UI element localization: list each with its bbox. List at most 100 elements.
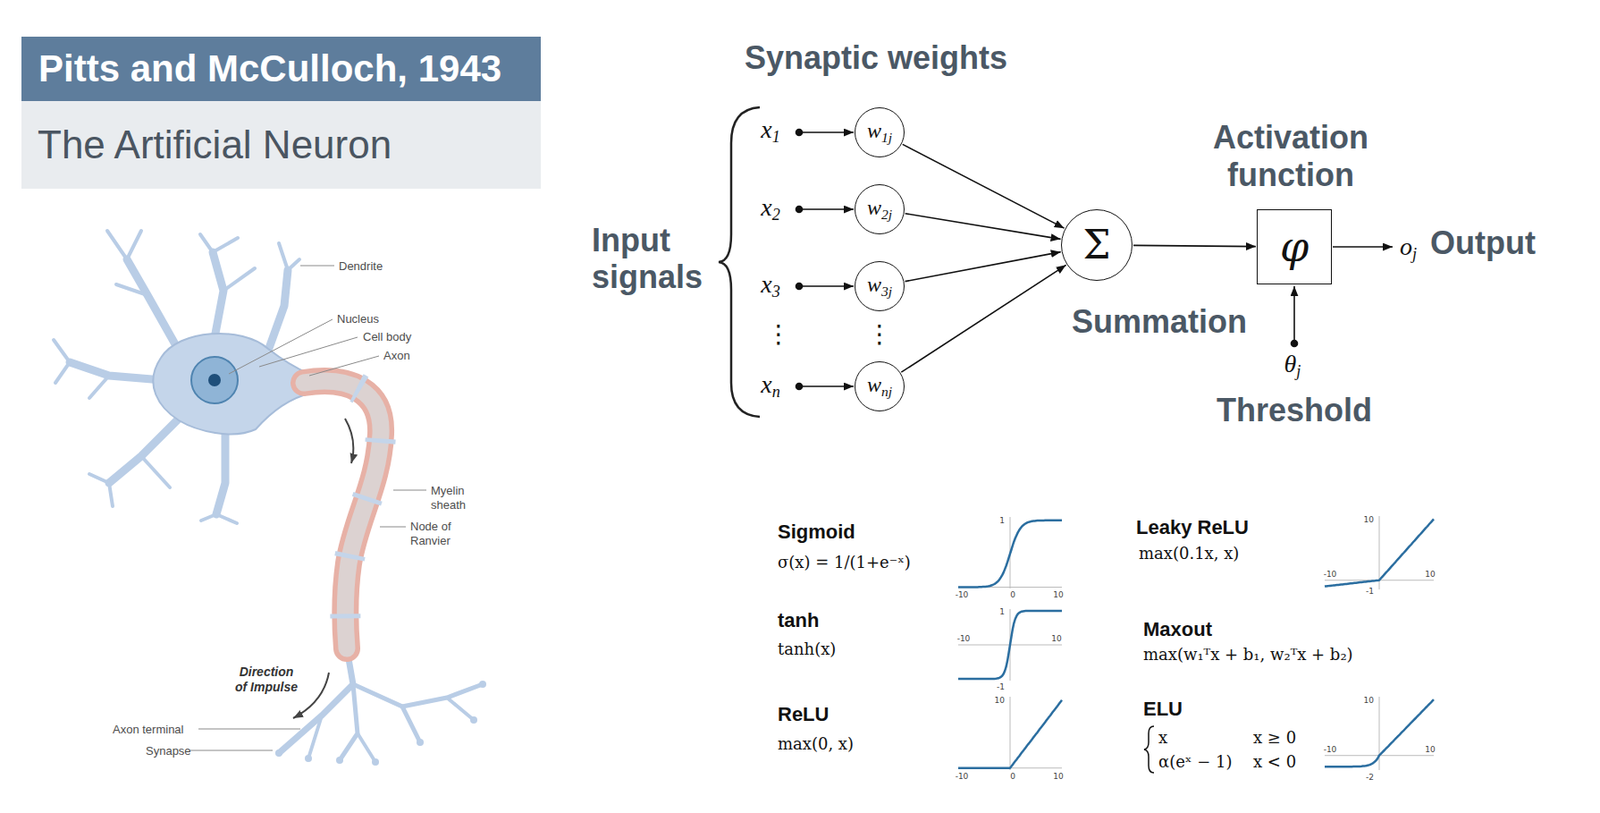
plot-curve — [958, 699, 1062, 768]
function-name: Maxout — [1143, 617, 1213, 641]
nucleus — [191, 356, 238, 404]
plot-curve — [1324, 518, 1434, 586]
axis-tick: 1 — [998, 606, 1006, 616]
function-formula: tanh(x) — [777, 639, 836, 658]
axis-tick: -2 — [1364, 772, 1375, 782]
part-label: Node of Ranvier — [410, 519, 464, 549]
title-band: Pitts and McCulloch, 1943 — [21, 36, 541, 102]
function-formula: max(0, x) — [777, 733, 854, 753]
axis-tick: 10 — [1052, 771, 1064, 781]
summation-circle: Σ — [1061, 209, 1133, 281]
diagram-label: Synaptic weights — [744, 39, 1008, 77]
cell-body — [152, 333, 310, 434]
function-formula: x ≥ 0 — [1253, 727, 1297, 747]
variable-letter: θ — [1284, 349, 1297, 378]
variable-label: θj — [1284, 349, 1302, 381]
impulse-arrow — [345, 418, 354, 464]
variable-index: 2j — [881, 206, 893, 222]
variable-index: 1j — [881, 129, 893, 145]
input-brace — [718, 107, 760, 417]
activation-plots — [958, 515, 1434, 770]
connector-arrow — [902, 143, 1065, 228]
variable-letter: w — [867, 372, 882, 396]
axis-tick: 10 — [1363, 514, 1375, 524]
part-label: Dendrite — [338, 259, 383, 273]
synapse-knobs — [275, 680, 487, 766]
variable-letter: x — [760, 115, 772, 144]
plot-curve — [958, 520, 1062, 588]
nucleolus — [208, 373, 221, 387]
variable-index: j — [1412, 245, 1417, 264]
diagram-label: Threshold — [1216, 391, 1373, 430]
axis-tick: -1 — [1364, 586, 1375, 596]
variable-index: 2 — [772, 206, 781, 225]
connector-arrow — [901, 264, 1066, 372]
plot-curve — [958, 610, 1062, 679]
impulse-arrow — [293, 672, 329, 718]
variable-letter: w — [867, 118, 882, 143]
axis-tick: -10 — [1322, 569, 1339, 579]
connector-arrow — [904, 252, 1061, 282]
axis-tick: -10 — [1322, 744, 1339, 754]
variable-index: 3j — [881, 283, 893, 299]
function-formula: max(0.1x, x) — [1138, 543, 1239, 563]
axis-tick: 10 — [1423, 569, 1436, 579]
variable-index: 1 — [772, 128, 781, 147]
diagram-label: Output — [1430, 224, 1536, 262]
axis-tick: 0 — [1009, 771, 1017, 781]
ellipsis: ⋮ — [867, 321, 893, 347]
axis-tick: -1 — [995, 682, 1006, 691]
variable-index: nj — [881, 383, 893, 399]
part-label: Axon — [383, 348, 411, 363]
function-name: Leaky ReLU — [1136, 515, 1249, 539]
axis-tick: -10 — [954, 771, 970, 781]
variable-label: oj — [1399, 232, 1417, 264]
axis-tick: 10 — [1050, 633, 1062, 643]
plot-curve — [1324, 698, 1434, 767]
leader-lines — [189, 265, 427, 750]
direction-label: Direction of Impulse — [234, 664, 299, 695]
axis-tick: 10 — [1363, 695, 1375, 705]
axis-tick: -10 — [954, 589, 970, 599]
axon — [278, 380, 483, 762]
node-text: w2j — [867, 195, 893, 223]
weight-circle: w3j — [854, 261, 905, 312]
connector-arrow — [905, 213, 1062, 240]
variable-letter: x — [760, 193, 772, 221]
diagram-label: Summation — [1071, 303, 1247, 341]
axis-tick: -10 — [956, 633, 972, 643]
node-text: w1j — [867, 118, 893, 146]
node-text: The Artificial Neuron — [37, 122, 392, 168]
node-text: w3j — [867, 272, 893, 300]
axis-tick: 10 — [993, 695, 1006, 705]
variable-label: x2 — [760, 193, 781, 225]
diagram-label: Activation function — [1183, 118, 1398, 194]
axis-tick: 1 — [998, 515, 1006, 525]
variable-letter: o — [1399, 232, 1413, 261]
ellipsis: ⋮ — [766, 321, 792, 347]
node-text: Pitts and McCulloch, 1943 — [38, 47, 502, 91]
variable-letter: x — [760, 370, 772, 398]
variable-letter: w — [867, 195, 882, 219]
weight-circle: w2j — [854, 184, 905, 235]
variable-letter: x — [760, 269, 772, 298]
variable-label: x3 — [760, 269, 781, 302]
part-label: Synapse — [145, 743, 192, 758]
node-text: φ — [1280, 226, 1309, 268]
function-formula: x — [1158, 727, 1168, 747]
node-text: wnj — [867, 372, 893, 400]
axis-tick: 10 — [1423, 744, 1436, 754]
connector-arrow — [1133, 244, 1256, 246]
part-label: Axon terminal — [112, 722, 184, 736]
function-formula: σ(x) = 1/(1+e⁻ˣ) — [777, 552, 911, 572]
variable-label: x1 — [760, 115, 781, 147]
axis-tick: 0 — [1009, 589, 1017, 599]
node-text: Σ — [1082, 225, 1111, 265]
weight-circle: wnj — [854, 361, 905, 412]
axis-tick: 10 — [1052, 589, 1064, 599]
variable-index: n — [772, 383, 781, 402]
function-formula: α(eˣ − 1) — [1158, 751, 1232, 771]
variable-letter: w — [867, 272, 882, 296]
elu-brace — [1144, 725, 1154, 773]
